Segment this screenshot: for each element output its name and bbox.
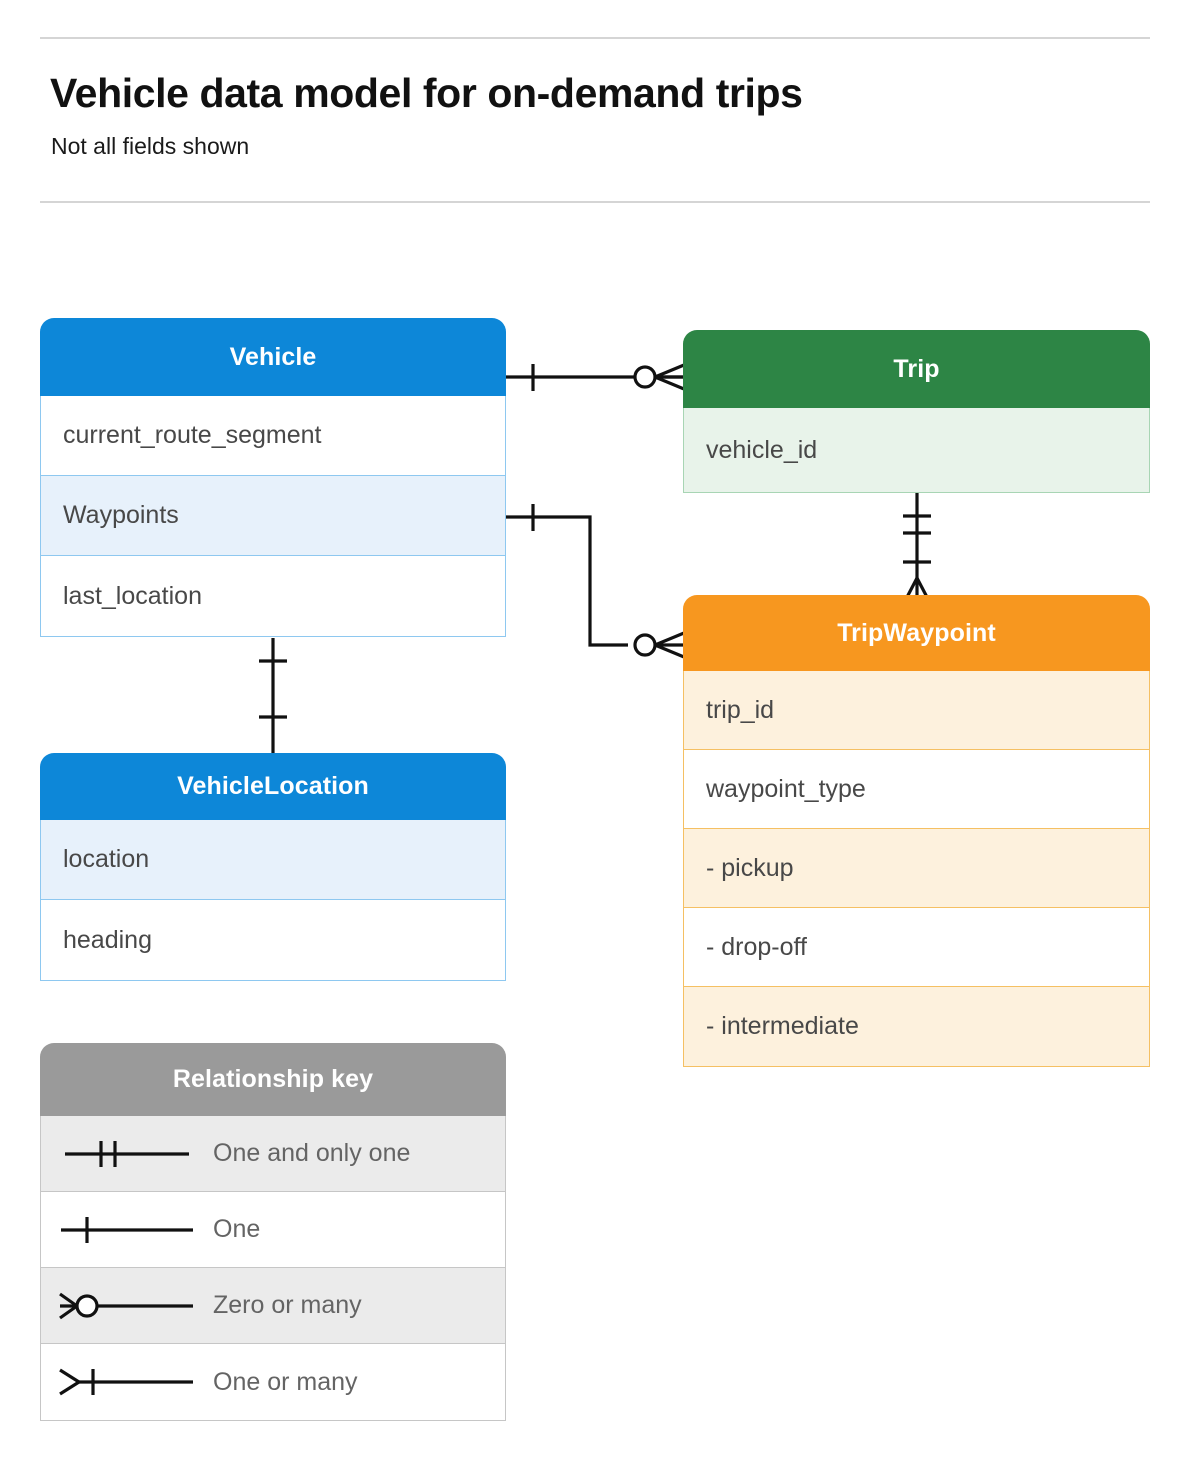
field-label: - drop-off [706,932,807,961]
field-label: Waypoints [63,501,179,529]
header-divider-bottom [40,201,1150,203]
entity-vehicle-row-waypoints[interactable]: Waypoints [41,476,505,556]
entity-vehicle-row-last-location[interactable]: last_location [41,556,505,636]
legend-item-label: One or many [213,1367,358,1396]
field-label: vehicle_id [706,435,818,464]
entity-trip-title: Trip [893,354,940,383]
legend-item-one-and-only-one[interactable]: One and only one [41,1116,505,1192]
zero-or-many-symbol [41,1286,213,1326]
field-label: - intermediate [706,1012,859,1040]
field-label: last_location [63,581,202,610]
entity-tripwaypoint-row-drop-off[interactable]: - drop-off [684,908,1149,987]
entity-vehiclelocation[interactable]: VehicleLocation location heading [40,753,506,981]
entity-tripwaypoint-row-trip-id[interactable]: trip_id [684,671,1149,750]
legend-item-label: One and only one [213,1139,411,1167]
legend-item-one[interactable]: One [41,1192,505,1268]
one-or-many-symbol [41,1362,213,1402]
one-and-only-one-symbol [41,1134,213,1174]
legend-item-label: Zero or many [213,1291,362,1319]
field-label: trip_id [706,695,775,724]
field-label: heading [63,925,152,954]
entity-tripwaypoint-row-waypoint-type[interactable]: waypoint_type [684,750,1149,829]
entity-vehiclelocation-row-location[interactable]: location [41,820,505,900]
entity-vehiclelocation-rows: location heading [40,820,506,981]
entity-tripwaypoint-title: TripWaypoint [837,618,996,647]
legend-item-one-or-many[interactable]: One or many [41,1344,505,1420]
one-symbol [41,1210,213,1250]
entity-vehiclelocation-header: VehicleLocation [40,753,506,820]
legend-relationship-key[interactable]: Relationship key One and only one One [40,1043,506,1421]
connector-waypoints-tripwaypoint [506,504,685,659]
entity-trip-header: Trip [683,330,1150,408]
entity-tripwaypoint-header: TripWaypoint [683,595,1150,671]
legend-item-label: One [213,1215,261,1243]
page-subtitle: Not all fields shown [51,133,250,159]
entity-tripwaypoint-row-intermediate[interactable]: - intermediate [684,987,1149,1066]
entity-tripwaypoint-row-pickup[interactable]: - pickup [684,829,1149,908]
entity-tripwaypoint[interactable]: TripWaypoint trip_id waypoint_type - pic… [683,595,1150,1067]
entity-vehicle-row-current-route-segment[interactable]: current_route_segment [41,396,505,476]
connector-vehicle-trip [506,363,685,391]
legend-rows: One and only one One Zero [40,1116,506,1421]
legend-item-zero-or-many[interactable]: Zero or many [41,1268,505,1344]
field-label: - pickup [706,853,794,882]
header-divider-top [40,37,1150,39]
field-label: waypoint_type [706,774,866,803]
legend-title: Relationship key [172,1065,374,1093]
entity-trip-row-vehicle-id[interactable]: vehicle_id [684,408,1149,492]
entity-trip[interactable]: Trip vehicle_id [683,330,1150,493]
entity-vehicle-title: Vehicle [229,342,317,371]
entity-trip-rows: vehicle_id [683,408,1150,493]
entity-tripwaypoint-rows: trip_id waypoint_type - pickup - drop-of… [683,671,1150,1067]
field-label: location [63,845,150,873]
entity-vehiclelocation-row-heading[interactable]: heading [41,900,505,980]
legend-header: Relationship key [40,1043,506,1116]
connector-trip-tripwaypoint [903,492,931,602]
entity-vehicle[interactable]: Vehicle current_route_segment Waypoints … [40,318,506,637]
entity-vehicle-header: Vehicle [40,318,506,396]
entity-vehiclelocation-title: VehicleLocation [177,772,369,800]
page-title: Vehicle data model for on-demand trips [50,70,803,116]
entity-vehicle-rows: current_route_segment Waypoints last_loc… [40,396,506,637]
connector-vehicle-vehiclelocation [259,638,287,753]
field-label: current_route_segment [63,421,322,449]
